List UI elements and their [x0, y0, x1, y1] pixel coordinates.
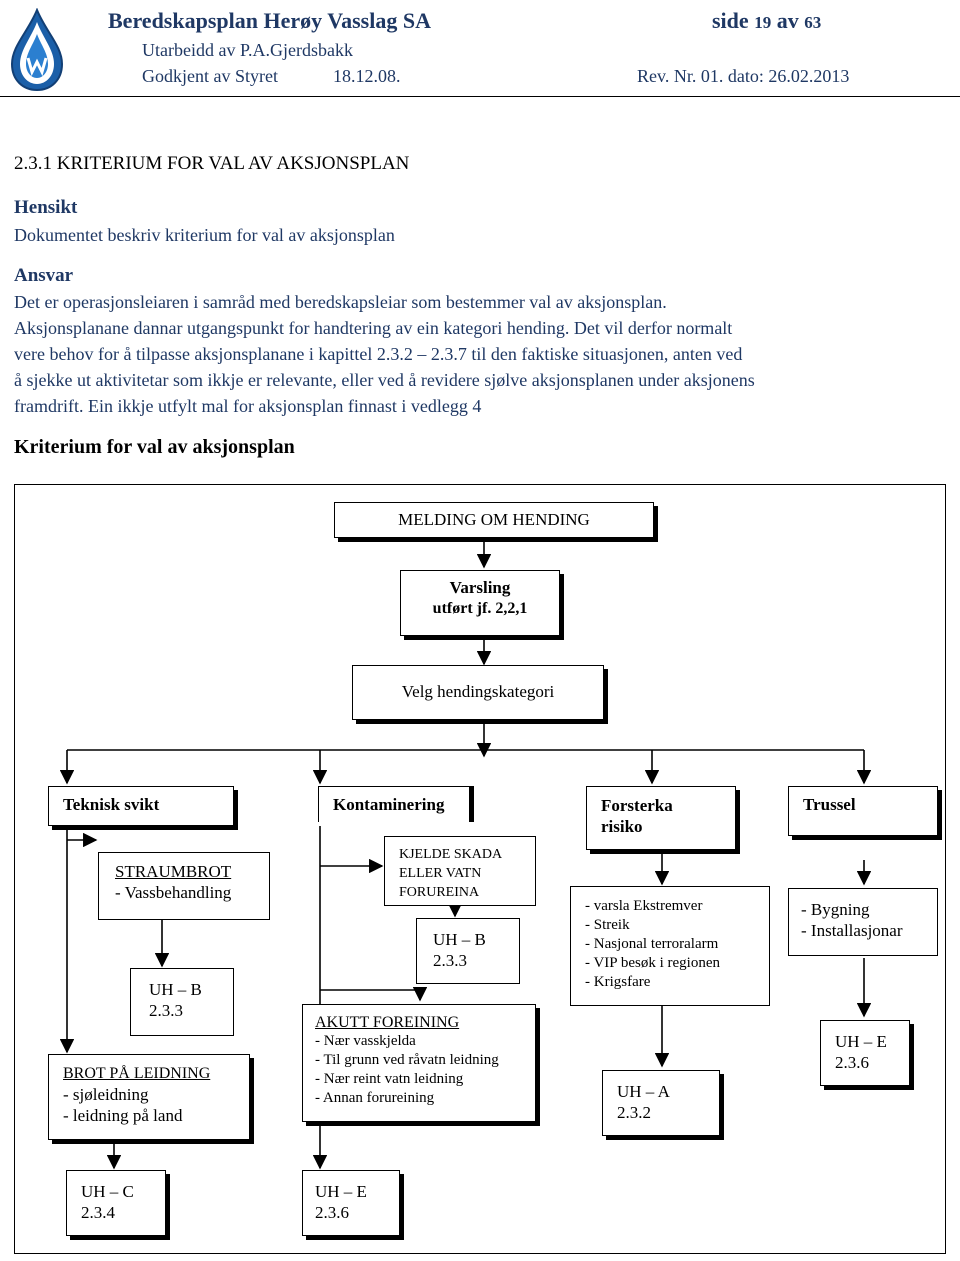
uh-e-1-label: UH – E — [315, 1182, 367, 1201]
section-title: 2.3.1 KRITERIUM FOR VAL AV AKSJONSPLAN — [14, 153, 410, 174]
kjelde-line-3: FORUREINA — [399, 885, 480, 900]
of-label: av — [776, 8, 799, 33]
approved-by: Godkjent av Styret — [142, 66, 278, 86]
forsterka-line-1: Forsterka — [601, 796, 673, 815]
teknisk-svikt-box: Teknisk svikt — [48, 786, 234, 826]
uh-e-box-1: UH – E 2.3.6 — [302, 1170, 400, 1236]
varsling-line-1: Varsling — [449, 578, 511, 597]
akutt-item-1: - Nær vasskjelda — [315, 1033, 416, 1049]
uh-b-2-label: UH – B — [433, 930, 486, 949]
brot-item-1: - sjøleidning — [63, 1085, 149, 1104]
uh-a-label: UH – A — [617, 1082, 670, 1101]
uh-b-1-label: UH – B — [149, 980, 202, 999]
uh-a-box: UH – A 2.3.2 — [602, 1070, 720, 1136]
uh-b-1-ref: 2.3.3 — [149, 1001, 183, 1020]
risiko-item-2: - Streik — [585, 917, 630, 933]
responsibility-heading: Ansvar — [14, 265, 74, 286]
responsibility-line-4: å sjekke ut aktivitetar som ikkje er rel… — [14, 370, 755, 390]
trussel-box: Trussel — [788, 786, 938, 836]
akutt-item-3: - Nær reint vatn leidning — [315, 1071, 464, 1087]
uh-a-ref: 2.3.2 — [617, 1103, 651, 1122]
kontaminering-box: Kontaminering — [318, 786, 470, 822]
vasslag-logo — [10, 8, 64, 92]
varsling-line-2: utført jf. 2,2,1 — [432, 600, 528, 617]
velg-hendingskategori-box: Velg hendingskategori — [352, 665, 604, 720]
risiko-list-box: - varsla Ekstremver - Streik - Nasjonal … — [570, 886, 770, 1006]
prepared-by: Utarbeidd av P.A.Gjerdsbakk — [142, 40, 353, 60]
straumbrot-box: STRAUMBROT - Vassbehandling — [98, 852, 270, 920]
flowchart-frame — [14, 484, 946, 1254]
uh-e-1-ref: 2.3.6 — [315, 1203, 349, 1222]
page-total: 63 — [804, 13, 822, 32]
kjelde-skada-box: KJELDE SKADA ELLER VATN FORUREINA — [384, 836, 536, 906]
kjelde-line-2: ELLER VATN — [399, 866, 482, 881]
forsterka-risiko-box: Forsterka risiko — [586, 786, 736, 850]
brot-pa-leidning-box: BROT PÅ LEIDNING - sjøleidning - leidnin… — [48, 1054, 250, 1140]
side-label: side — [712, 8, 749, 33]
page-number: 19 — [754, 13, 772, 32]
purpose-text: Dokumentet beskriv kriterium for val av … — [14, 225, 395, 245]
risiko-item-4: - VIP besøk i regionen — [585, 955, 720, 971]
risiko-item-3: - Nasjonal terroralarm — [585, 936, 719, 952]
uh-e-2-ref: 2.3.6 — [835, 1053, 869, 1072]
responsibility-line-5: framdrift. Ein ikkje utfylt mal for aksj… — [14, 396, 482, 416]
varsling-box: Varsling utført jf. 2,2,1 — [400, 570, 560, 636]
akutt-title: AKUTT FOREINING — [315, 1014, 460, 1031]
uh-c-label: UH – C — [81, 1182, 134, 1201]
approved-date: 18.12.08. — [333, 66, 401, 86]
akutt-item-4: - Annan forureining — [315, 1090, 435, 1106]
header-divider — [0, 96, 960, 97]
uh-b-box-2: UH – B 2.3.3 — [416, 918, 520, 984]
straumbrot-title: STRAUMBROT — [115, 862, 232, 881]
responsibility-line-3: vere behov for å tilpasse aksjonsplanane… — [14, 344, 743, 364]
uh-c-ref: 2.3.4 — [81, 1203, 115, 1222]
uh-e-2-label: UH – E — [835, 1032, 887, 1051]
akutt-item-2: - Til grunn ved råvatn leidning — [315, 1052, 499, 1068]
page-indicator: side 19 av 63 — [712, 8, 821, 34]
purpose-heading: Hensikt — [14, 197, 78, 218]
uh-b-box-1: UH – B 2.3.3 — [130, 968, 234, 1036]
uh-c-box: UH – C 2.3.4 — [66, 1170, 166, 1236]
responsibility-line-2: Aksjonsplanane dannar utgangspunkt for h… — [14, 318, 733, 338]
revision-info: Rev. Nr. 01. dato: 26.02.2013 — [637, 66, 850, 86]
melding-om-hending-box: MELDING OM HENDING — [334, 502, 654, 538]
akutt-forureining-box: AKUTT FOREINING - Nær vasskjelda - Til g… — [302, 1004, 536, 1122]
trussel-item-2: - Installasjonar — [801, 921, 903, 940]
risiko-item-5: - Krigsfare — [585, 974, 651, 990]
risiko-item-1: - varsla Ekstremver — [585, 898, 703, 914]
uh-e-box-2: UH – E 2.3.6 — [820, 1020, 910, 1086]
trussel-item-1: - Bygning — [801, 900, 870, 919]
trussel-list-box: - Bygning - Installasjonar — [788, 888, 938, 956]
kjelde-line-1: KJELDE SKADA — [399, 847, 503, 862]
forsterka-line-2: risiko — [601, 817, 643, 836]
uh-b-2-ref: 2.3.3 — [433, 951, 467, 970]
document-title: Beredskapsplan Herøy Vasslag SA — [108, 8, 431, 33]
responsibility-line-1: Det er operasjonsleiaren i samråd med be… — [14, 292, 667, 312]
straumbrot-item-1: - Vassbehandling — [115, 883, 232, 902]
brot-item-2: - leidning på land — [63, 1106, 183, 1125]
brot-title: BROT PÅ LEIDNING — [63, 1065, 211, 1082]
diagram-heading: Kriterium for val av aksjonsplan — [14, 436, 295, 458]
